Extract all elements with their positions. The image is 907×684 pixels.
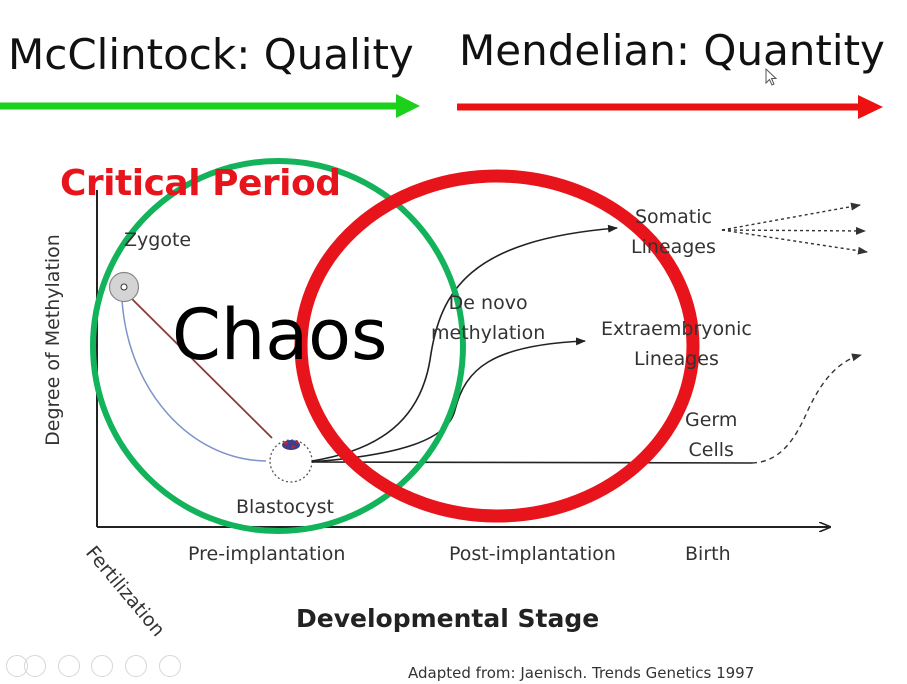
mouse-cursor-icon <box>765 68 778 86</box>
red-circle <box>294 169 700 523</box>
somatic-dashed-arrow-2 <box>721 226 866 235</box>
extra-line-2: Lineages <box>633 348 719 370</box>
heading-mcclintock: McClintock: Quality <box>8 30 414 79</box>
de-novo-line-1: De novo <box>448 292 528 314</box>
source-citation: Adapted from: Jaenisch. Trends Genetics … <box>408 664 755 682</box>
y-axis-label: Degree of Methylation <box>42 234 64 446</box>
green-arrow <box>0 94 420 118</box>
critical-period-label: Critical Period <box>60 163 341 204</box>
somatic-dashed-arrow-3 <box>721 229 868 255</box>
somatic-line-1: Somatic <box>634 206 712 228</box>
slides-icon[interactable] <box>91 655 113 677</box>
maternal-demethylation-line <box>125 292 273 439</box>
germ-dashed-arrow <box>751 353 862 464</box>
chaos-label: Chaos <box>172 294 388 376</box>
germ-line-2: Cells <box>688 439 734 461</box>
x-tick-birth: Birth <box>685 543 731 565</box>
de-novo-methylation-label: De novo methylation <box>431 288 545 348</box>
de-novo-line-2: methylation <box>431 322 546 344</box>
more-icon[interactable] <box>159 655 181 677</box>
somatic-lineage-curve <box>311 224 618 462</box>
extraembryonic-lineage-curve <box>311 337 586 463</box>
x-axis-title: Developmental Stage <box>296 604 600 633</box>
extra-line-1: Extraembryonic <box>601 318 752 340</box>
pen-icon[interactable] <box>58 655 80 677</box>
germ-cell-line <box>311 461 753 464</box>
heading-mendelian: Mendelian: Quantity <box>459 26 885 75</box>
paternal-demethylation-curve <box>121 299 267 462</box>
blastocyst-label: Blastocyst <box>236 496 334 518</box>
play-icon[interactable] <box>24 655 46 677</box>
zygote-label: Zygote <box>124 229 192 251</box>
x-tick-pre-implantation: Pre-implantation <box>188 543 346 565</box>
x-tick-post-implantation: Post-implantation <box>449 543 616 565</box>
blastocyst-icon <box>269 439 313 483</box>
extraembryonic-lineages-label: Extraembryonic Lineages <box>601 314 752 374</box>
somatic-lineages-label: Somatic Lineages <box>631 202 716 262</box>
zygote-icon <box>108 271 140 303</box>
red-arrow <box>457 95 883 119</box>
green-circle <box>90 158 466 534</box>
somatic-line-2: Lineages <box>631 236 716 258</box>
somatic-dashed-arrow-1 <box>721 202 861 231</box>
germ-line-1: Germ <box>685 409 738 431</box>
zoom-icon[interactable] <box>125 655 147 677</box>
germ-cells-label: Germ Cells <box>685 405 737 465</box>
